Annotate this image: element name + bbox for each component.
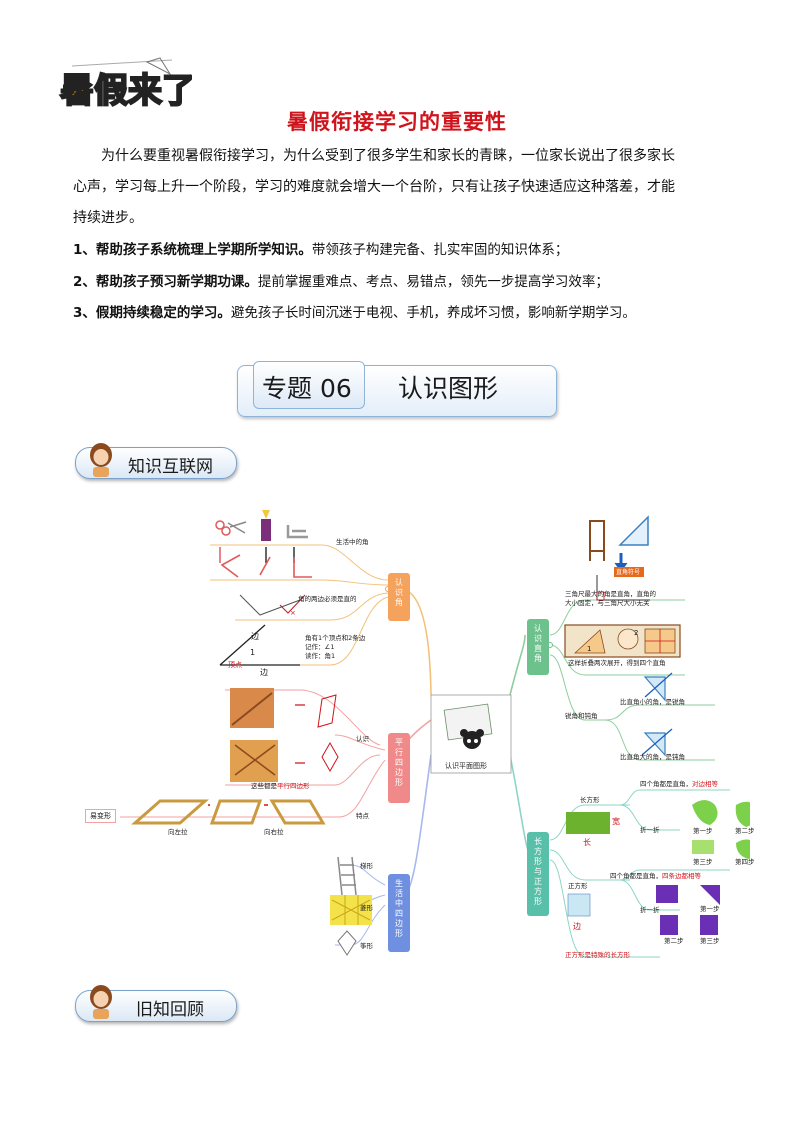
label-angle-parts-1: 角有1个顶点和2条边 [305,634,366,642]
label-sq-step-3: 第三步 [700,937,720,945]
svg-text:1: 1 [587,645,591,653]
label-triangle-note-1: 三角尺最大的角是直角，直角的 [565,590,656,598]
label-square-special: 正方形是特殊的长方形 [565,951,630,959]
topic-number: 专题 06 [262,374,352,403]
intro-line-3: 持续进步。 [73,210,143,226]
label-sq-corners: 四个角都是直角，四条边都相等 [610,872,701,880]
intro-paragraph: 为什么要重视暑假衔接学习，为什么受到了很多学生和家长的青睐，一位家长说出了很多家… [73,141,733,234]
label-all-are: 这些都是平行四边形 [251,782,310,790]
node-life-quadrilaterals: 生活中四边形 [388,874,410,952]
label-kite: 筝形 [360,942,373,950]
label-rectangle: 长方形 [580,796,600,804]
label-step-4: 第四步 [735,858,755,866]
section-label-review: 旧知回顾 [136,1000,204,1020]
node-recognize-angle: 认识角 [388,573,410,621]
label-pull-left: 向左拉 [168,828,188,836]
svg-text:2: 2 [634,629,638,637]
label-edge-top: 边 [251,632,259,641]
label-sq-step-1: 第一步 [700,905,720,913]
label-pull-right: 向右拉 [264,828,284,836]
label-acute-obtuse: 锐角和钝角 [565,712,598,720]
topic-name: 认识图形 [398,374,499,403]
label-triangle-note-2: 大小固定，与三角尺大小无关 [565,599,650,607]
point-3: 3、假期持续稳定的学习。避免孩子长时间沉迷于电视、手机，养成坏习惯，影响新学期学… [73,305,636,321]
node-parallelogram: 平行四边形 [388,733,410,803]
teacher-avatar-icon-2 [86,983,116,1019]
point-2: 2、帮助孩子预习新学期功课。提前掌握重难点、考点、易错点，领先一步提高学习效率； [73,274,609,290]
chair-icon [286,525,308,539]
label-angle-rule: 角的两边必须是直的 [298,595,357,603]
label-step-2: 第二步 [735,827,755,835]
label-fold-note: 这样折叠两次展开，得到四个直角 [568,659,666,667]
label-angle-parts-2: 记作：∠1 [305,643,335,651]
label-obtuse: 比直角大的角，是钝角 [620,753,685,761]
label-fold-once-rect: 折一折 [640,826,660,834]
mindmap-diagram: × 1 1 2 [120,510,750,958]
label-edge-bottom: 边 [260,668,268,677]
label-length: 长 [583,838,591,847]
label-fold-once-square: 折一折 [640,906,660,914]
label-deform: 易变形 [85,809,116,823]
svg-text:×: × [290,609,296,617]
label-sq-step-2: 第二步 [664,937,684,945]
label-side: 边 [573,922,581,931]
label-width: 宽 [612,817,620,826]
label-square: 正方形 [568,882,588,890]
label-vertex: 顶点 [228,661,242,669]
label-right-angle-symbol: 直角符号 [616,569,641,576]
summer-logo: 暑假来了 [52,52,197,122]
svg-text:暑假来了: 暑假来了 [60,71,192,111]
node-rectangle-square: 长方形与正方形 [527,832,549,916]
label-rect-corners: 四个角都是直角，对边相等 [640,780,718,788]
label-life-angle: 生活中的角 [336,538,369,546]
label-angle-parts-3: 读作：角1 [305,652,336,660]
label-trapezoid: 梯形 [360,862,373,870]
teacher-avatar-icon [86,441,116,477]
svg-text:1: 1 [250,648,255,657]
label-step-3: 第三步 [693,858,713,866]
center-node-label: 认识平面图形 [445,762,487,770]
fan-icon [261,510,271,541]
point-1: 1、帮助孩子系统梳理上学期所学知识。带领孩子构建完备、扎实牢固的知识体系； [73,242,569,258]
intro-line-1: 为什么要重视暑假衔接学习，为什么受到了很多学生和家长的青睐，一位家长说出了很多家… [101,148,675,164]
topic-number-tab [253,361,365,409]
label-rhombus: 菱形 [360,904,373,912]
label-step-1: 第一步 [693,827,713,835]
label-feature: 特点 [356,812,369,820]
intro-line-2: 心声，学习每上升一个阶段，学习的难度就会增大一个台阶，只有让孩子快速适应这种落差… [73,179,675,195]
page-title: 暑假衔接学习的重要性 [287,110,507,134]
scissors-icon [215,520,247,536]
label-acute: 比直角小的角，是锐角 [620,698,685,706]
label-recognize: 认识 [356,735,369,743]
node-right-angle: 认识直角 [527,619,549,675]
section-label-knowledge-net: 知识互联网 [128,457,213,477]
